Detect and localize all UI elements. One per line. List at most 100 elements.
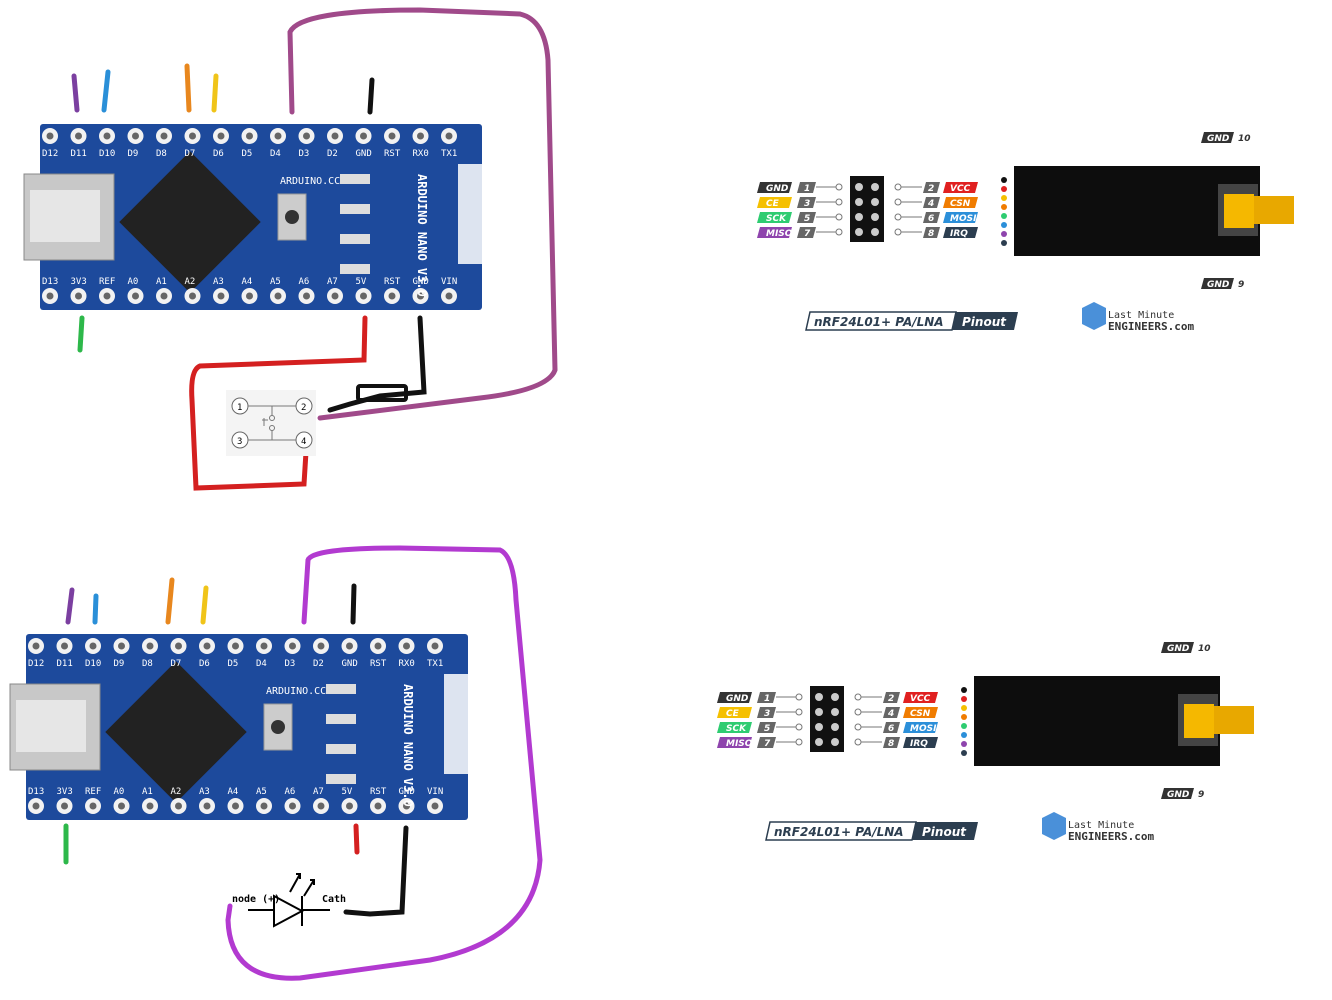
svg-text:IRQ: IRQ — [910, 739, 928, 749]
bottom-pin-label: A1 — [142, 787, 153, 797]
svg-text:3: 3 — [764, 709, 770, 719]
bottom-pin-label: 5V — [356, 277, 367, 287]
top-pin-label: D9 — [114, 659, 125, 669]
gnd-10-label: GND — [1167, 644, 1190, 654]
top-pin-label: RST — [384, 149, 401, 159]
arduino-nano-bottom: D12D13D113V3D10REFD9A0D8A1D7A2D6A3D5A4D4… — [9, 634, 468, 820]
pcb-board — [40, 124, 482, 310]
gnd-9-label: GND — [1207, 280, 1230, 290]
icsp-header — [444, 674, 468, 774]
svg-text:4: 4 — [927, 199, 934, 209]
svg-text:CSN: CSN — [910, 709, 931, 719]
bottom-pin-label: GND — [413, 277, 429, 287]
top-pin-label: RX0 — [399, 659, 415, 669]
top-pin-label: D4 — [270, 149, 281, 159]
bottom-pin-label: 3V3 — [71, 277, 87, 287]
bottom-pin-label: VIN — [441, 277, 457, 287]
bottom-pin-label: A7 — [313, 787, 324, 797]
led-indicator — [326, 714, 356, 724]
svg-text:SCK: SCK — [766, 214, 787, 224]
bottom-pin-label: 5V — [342, 787, 353, 797]
bottom-pin-label: A5 — [270, 277, 281, 287]
bottom-pin-label: A7 — [327, 277, 338, 287]
bottom-pin-label: A4 — [228, 787, 239, 797]
top-pin-label: D8 — [142, 659, 153, 669]
bottom-pin-label: VIN — [427, 787, 443, 797]
bottom-pin-label: A5 — [256, 787, 267, 797]
top-pin-label: D10 — [85, 659, 101, 669]
top-pin-label: D12 — [42, 149, 58, 159]
led-cathode-label: Cath — [322, 894, 346, 905]
switch-pin-1: 1 — [237, 403, 242, 413]
pin-label-csn — [903, 707, 938, 718]
svg-text:MOSI: MOSI — [950, 214, 977, 224]
top-pin-label: D6 — [199, 659, 210, 669]
top-pin-label: TX1 — [441, 149, 457, 159]
pin-label-ce — [717, 707, 752, 718]
top-pin-label: D3 — [299, 149, 310, 159]
svg-text:MISO: MISO — [726, 739, 753, 749]
bottom-pin-label: REF — [85, 787, 101, 797]
brand-line2: ENGINEERS.com — [1068, 830, 1154, 843]
svg-text:6: 6 — [888, 724, 894, 734]
pin-label-csn — [943, 197, 978, 208]
led-indicator — [340, 234, 370, 244]
push-button-switch: 1 2 3 4 — [226, 390, 316, 456]
svg-text:4: 4 — [887, 709, 894, 719]
arduino-cc-label: ARDUINO.CC — [266, 686, 326, 697]
svg-text:7: 7 — [804, 229, 811, 239]
switch-pin-4: 4 — [301, 437, 306, 447]
top-pin-label: D2 — [313, 659, 324, 669]
sma-antenna-connector — [1184, 704, 1214, 738]
led-indicator — [326, 774, 356, 784]
svg-text:9: 9 — [1198, 790, 1204, 800]
top-pin-label: RST — [370, 659, 387, 669]
pin-label-mosi — [903, 722, 938, 733]
bottom-pin-label: A6 — [299, 277, 310, 287]
bottom-pin-label: A3 — [213, 277, 224, 287]
svg-text:SCK: SCK — [726, 724, 747, 734]
svg-text:GND: GND — [726, 694, 749, 704]
bottom-pin-label: RST — [370, 787, 387, 797]
svg-text:9: 9 — [1238, 280, 1244, 290]
pin-label-miso — [757, 227, 792, 238]
svg-text:VCC: VCC — [950, 184, 971, 194]
arduino-nano-top: D12D13D113V3D10REFD9A0D8A1D7A2D6A3D5A4D4… — [23, 124, 482, 310]
svg-text:Pinout: Pinout — [962, 315, 1007, 329]
top-pin-label: TX1 — [427, 659, 443, 669]
board-name: ARDUINO NANO V3.0 — [401, 684, 415, 807]
bottom-pin-label: D13 — [42, 277, 58, 287]
top-pin-label: D9 — [128, 149, 139, 159]
bottom-pin-label: D13 — [28, 787, 44, 797]
svg-text:VCC: VCC — [910, 694, 931, 704]
bottom-pin-label: RST — [384, 277, 401, 287]
svg-text:GND: GND — [766, 184, 789, 194]
led-indicator — [340, 264, 370, 274]
pin-label-vcc — [903, 692, 938, 703]
bottom-pin-label: 3V3 — [57, 787, 73, 797]
svg-text:1: 1 — [804, 184, 810, 194]
bottom-pin-label: A2 — [185, 277, 196, 287]
svg-text:CSN: CSN — [950, 199, 971, 209]
top-pin-label: D4 — [256, 659, 267, 669]
top-pin-label: D2 — [327, 149, 338, 159]
top-pin-label: D5 — [228, 659, 239, 669]
top-pin-label: D11 — [57, 659, 73, 669]
svg-text:6: 6 — [928, 214, 934, 224]
wires-bottom — [63, 545, 543, 981]
pin-label-miso — [717, 737, 752, 748]
svg-text:MISO: MISO — [766, 229, 793, 239]
svg-text:8: 8 — [928, 229, 934, 239]
svg-text:IRQ: IRQ — [950, 229, 968, 239]
top-pin-label: GND — [356, 149, 372, 159]
board-name: ARDUINO NANO V3.0 — [415, 174, 429, 297]
svg-text:8: 8 — [888, 739, 894, 749]
svg-text:3: 3 — [804, 199, 810, 209]
svg-text:10: 10 — [1238, 134, 1251, 144]
led-indicator — [326, 744, 356, 754]
bottom-pin-label: A0 — [128, 277, 139, 287]
icsp-header — [458, 164, 482, 264]
